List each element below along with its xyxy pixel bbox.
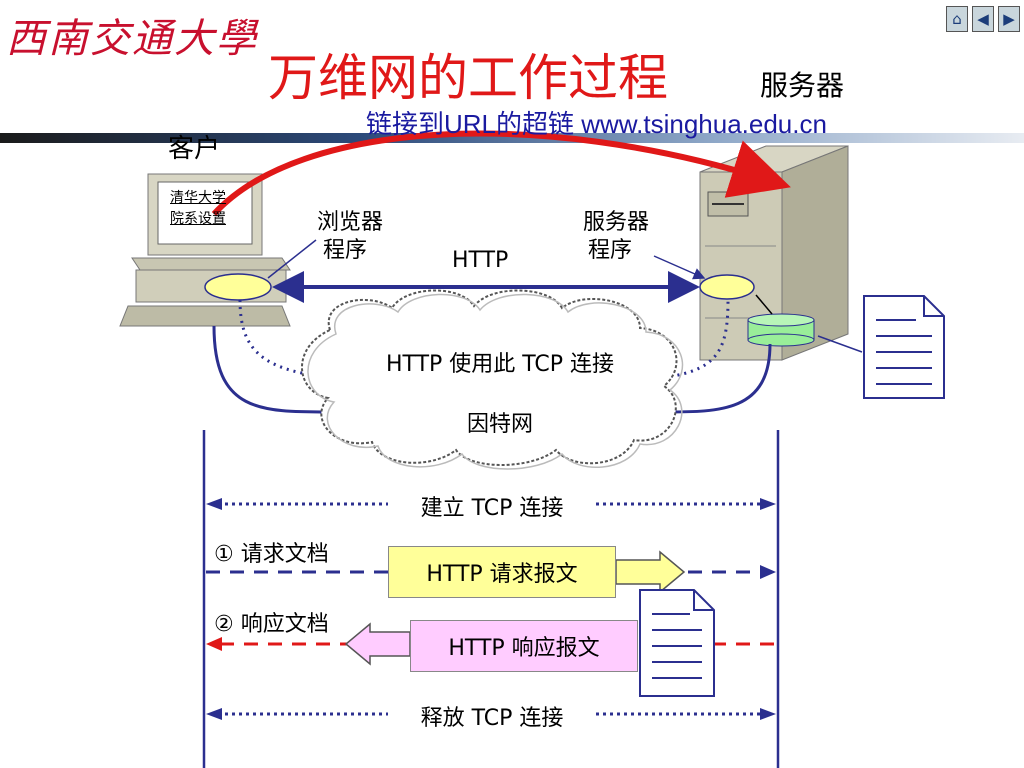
establish-tcp-label: 建立 TCP 连接 [420,496,564,521]
http-label: HTTP [452,248,509,273]
title-suffix: 服务器 [760,69,845,102]
request-line-head [760,565,776,579]
request-block-arrow [615,550,686,594]
next-icon[interactable]: ▶ [998,6,1020,32]
hyperlink-arrow [211,130,791,217]
page-title: 万维网的工作过程 [268,49,668,107]
browser-screen-text: 清华大学 院系设置 [170,188,250,230]
university-logo: 西南交通大學 [6,16,258,62]
server-computer [699,145,849,361]
browser-label-2: 程序 [322,238,367,263]
document-icon [863,295,945,399]
server-link [663,343,772,414]
establish-left-head [206,498,222,510]
internet-label: 因特网 [466,412,533,437]
hyperlink-url-label: 链接到URL的超链 www.tsinghua.edu.cn [366,109,827,139]
response-step-label: ② 响应文档 [214,612,329,637]
browser-label-1: 浏览器 [316,210,383,235]
http-request-box: HTTP 请求报文 [388,546,616,598]
request-step-label: ① 请求文档 [214,542,329,567]
release-right-head [760,708,776,720]
release-left-head [206,708,222,720]
screen-link-2[interactable]: 院系设置 [170,211,226,227]
server-label-2: 程序 [587,238,632,263]
establish-right-head [760,498,776,510]
server-label-1: 服务器 [582,210,649,235]
home-icon[interactable]: ⌂ [946,6,968,32]
cloud-tcp-label: HTTP 使用此 TCP 连接 [385,352,615,377]
server-pointer [653,255,706,280]
client-label: 客户 [168,134,221,164]
response-line-head [206,637,222,651]
client-link [212,325,331,414]
header-bar [0,133,1024,143]
prev-icon[interactable]: ◀ [972,6,994,32]
response-block-arrow [344,622,411,666]
http-response-box: HTTP 响应报文 [410,620,638,672]
internet-cloud [301,289,684,470]
release-tcp-label: 释放 TCP 连接 [420,706,564,731]
tcp-connection-dotted [238,299,730,384]
screen-link-1[interactable]: 清华大学 [170,190,226,206]
response-document-icon [639,589,715,697]
db-to-doc-line [817,335,863,353]
